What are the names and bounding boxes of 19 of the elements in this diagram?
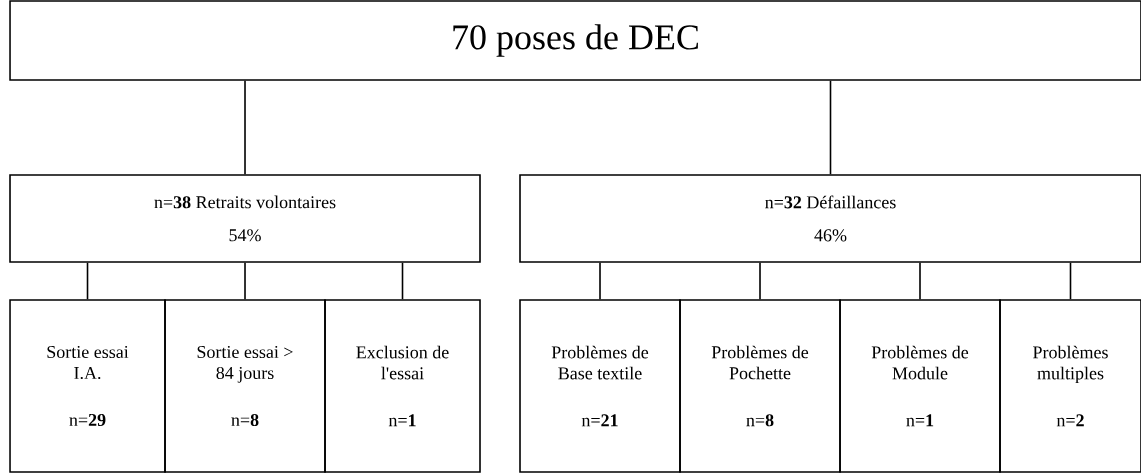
connector-line xyxy=(919,262,921,300)
connector-line xyxy=(244,262,246,300)
category-box: Problèmes de Base textile n=21 xyxy=(519,299,681,473)
group-box: n=38 Retraits volontaires 54% xyxy=(9,174,481,263)
connector-line xyxy=(244,80,246,175)
connector-line xyxy=(401,262,404,300)
connector-line xyxy=(599,262,601,300)
category-box: Sortie essai > 84 jours n=8 xyxy=(164,299,326,473)
connector-line xyxy=(759,262,761,300)
group-box: n=32 Défaillances 46% xyxy=(519,174,1141,263)
category-box: Sortie essai I.A. n=29 xyxy=(9,299,166,473)
connector-line xyxy=(86,262,89,300)
category-box: Problèmes multiples n=2 xyxy=(999,299,1141,473)
title-box: 70 poses de DEC xyxy=(9,0,1141,81)
category-box: Exclusion de l'essai n=1 xyxy=(324,299,481,473)
category-box: Problèmes de Module n=1 xyxy=(839,299,1001,473)
category-box: Problèmes de Pochette n=8 xyxy=(679,299,841,473)
connector-line xyxy=(1069,262,1072,300)
connector-line xyxy=(829,80,832,175)
